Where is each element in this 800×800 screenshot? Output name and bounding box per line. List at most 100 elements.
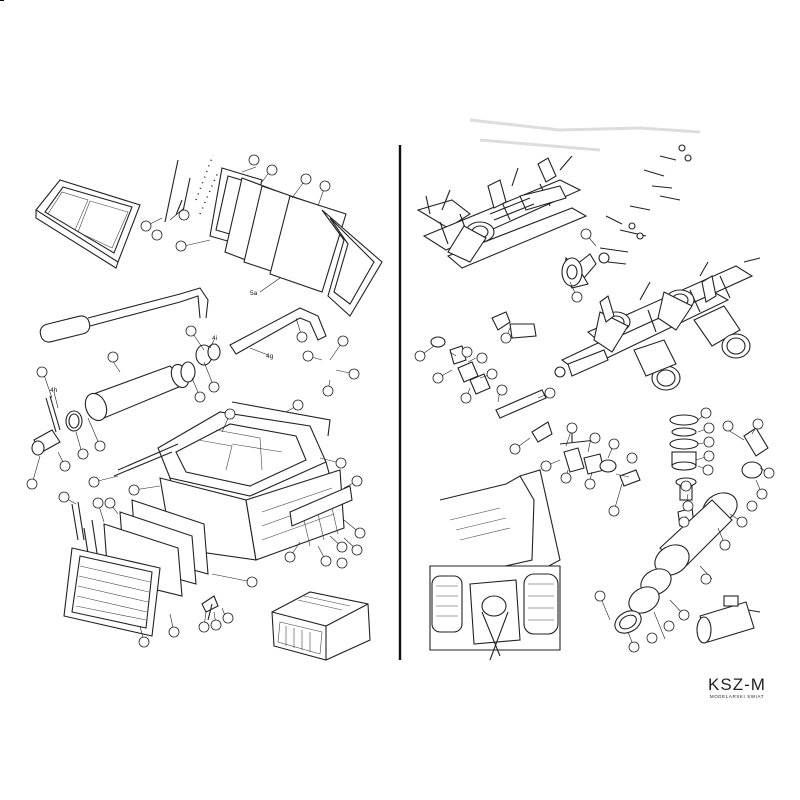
svg-text:221: 221 <box>0 0 4 3</box>
part-label: 261 <box>0 0 187 252</box>
svg-text:7: 7 <box>0 0 2 3</box>
svg-text:175: 175 <box>0 0 4 3</box>
part-label: 249 <box>0 0 332 567</box>
part-label: 165 <box>0 0 552 472</box>
svg-text:206: 206 <box>0 0 4 3</box>
svg-text:246: 246 <box>0 0 4 3</box>
svg-text:240: 240 <box>0 0 4 3</box>
part-label: 234 <box>0 0 304 411</box>
svg-text:200: 200 <box>0 0 4 3</box>
part-label: 167 <box>0 0 521 455</box>
part-label: 203 <box>0 0 714 476</box>
muffler <box>31 361 196 456</box>
hub-parts <box>559 430 641 487</box>
radiator-grille <box>63 547 161 637</box>
svg-text:247: 247 <box>0 0 4 3</box>
part-label: 163 <box>0 0 601 444</box>
part-label: 225 <box>0 0 220 393</box>
svg-text:254: 254 <box>0 0 4 3</box>
svg-text:159: 159 <box>0 0 4 3</box>
svg-text:228: 228 <box>0 0 4 3</box>
part-label: 164 <box>0 0 498 380</box>
part-label: 169 <box>0 0 472 404</box>
svg-text:238: 238 <box>0 0 4 3</box>
part-label: 228 <box>0 0 314 362</box>
part-label: 256 <box>0 0 278 176</box>
svg-text:169: 169 <box>0 0 4 3</box>
svg-text:256: 256 <box>0 0 4 3</box>
part-label: 98 <box>0 0 592 240</box>
part-label: 235 <box>0 0 140 496</box>
linkage-parts <box>561 144 692 289</box>
svg-text:237: 237 <box>0 0 4 3</box>
faint-sketch <box>469 118 701 152</box>
part-label: 248 <box>0 0 296 563</box>
part-label: 168 <box>0 0 578 434</box>
svg-text:204: 204 <box>0 0 4 3</box>
svg-text:171: 171 <box>0 0 4 3</box>
part-label: 4g <box>266 353 274 360</box>
part-label: 247 <box>0 0 234 624</box>
svg-text:174: 174 <box>0 0 4 3</box>
svg-text:195: 195 <box>0 0 4 3</box>
svg-text:243: 243 <box>0 0 4 3</box>
svg-text:234: 234 <box>0 0 4 3</box>
svg-text:222: 222 <box>0 0 4 3</box>
part-label: 5a <box>250 290 258 297</box>
svg-text:170: 170 <box>0 0 4 3</box>
part-label: 224 <box>0 0 89 460</box>
svg-text:227: 227 <box>0 0 4 3</box>
part-label: 244 <box>0 0 150 648</box>
part-label: 253 <box>0 0 366 539</box>
part-label: 223 <box>0 0 206 403</box>
svg-text:97: 97 <box>0 0 3 3</box>
svg-text:205: 205 <box>0 0 4 3</box>
svg-text:207: 207 <box>0 0 4 3</box>
svg-text:172: 172 <box>0 0 4 3</box>
svg-text:258: 258 <box>0 0 4 3</box>
part-label: 97 <box>0 0 583 303</box>
part-label: 229 <box>0 0 71 472</box>
part-label: 227 <box>0 0 48 378</box>
svg-text:202: 202 <box>0 0 4 3</box>
exhaust-pipes <box>39 287 327 366</box>
part-label: 251 <box>0 0 348 553</box>
svg-text:173: 173 <box>0 0 4 3</box>
svg-text:261: 261 <box>0 0 4 3</box>
part-label: 243 <box>0 0 180 638</box>
part-label: 161 <box>0 0 620 450</box>
dotted-seal <box>195 154 219 215</box>
part-label: 260 <box>0 0 152 232</box>
part-label: 240 <box>0 0 116 509</box>
part-label: 236 <box>0 0 347 469</box>
svg-text:232: 232 <box>0 0 4 3</box>
window-panes <box>209 167 383 317</box>
part-label: 4i <box>212 335 217 342</box>
svg-text:164: 164 <box>0 0 4 3</box>
svg-text:226: 226 <box>0 0 4 3</box>
part-label: 246 <box>0 0 222 631</box>
svg-text:192: 192 <box>0 0 4 3</box>
part-label: 204 <box>0 0 692 492</box>
left-assembly: 260 258 259 261 257 256 255 254 5a 226 4… <box>0 0 383 661</box>
svg-text:230: 230 <box>0 0 4 3</box>
engine-block <box>271 591 371 661</box>
part-label: 198 <box>0 0 775 479</box>
svg-text:248: 248 <box>0 0 4 3</box>
svg-text:197: 197 <box>0 0 4 3</box>
part-label: 190 <box>0 0 675 632</box>
svg-text:236: 236 <box>0 0 4 3</box>
part-label: 189 <box>0 0 690 621</box>
part-label: 205 <box>0 0 715 448</box>
part-label: 259 <box>0 0 190 221</box>
part-label: 207 <box>0 0 712 419</box>
svg-text:239: 239 <box>0 0 4 3</box>
part-label: 257 <box>0 0 260 166</box>
part-label: 201 <box>0 0 694 512</box>
part-label: 202 <box>0 0 690 528</box>
svg-text:167: 167 <box>0 0 4 3</box>
svg-text:245: 245 <box>0 0 4 3</box>
svg-text:231: 231 <box>0 0 4 3</box>
part-label: 195 <box>0 0 748 528</box>
part-label: 4h <box>50 387 58 394</box>
